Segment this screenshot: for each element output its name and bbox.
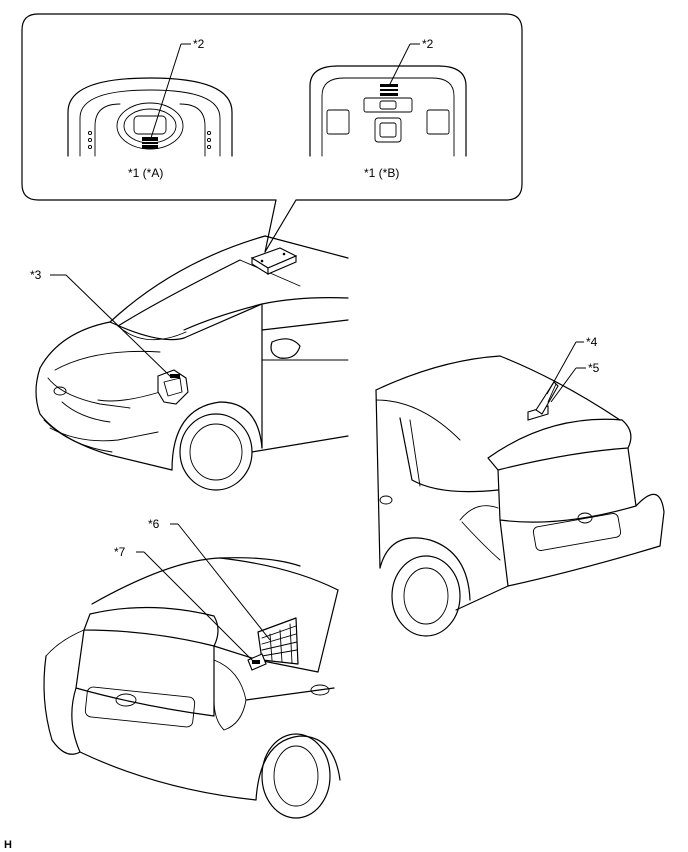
callout-2-a: *2 (193, 37, 205, 51)
callout-7: *7 (114, 545, 126, 559)
callout-4: *4 (586, 335, 598, 349)
front-three-quarter-car-icon (35, 235, 349, 491)
rear-three-quarter-car-icon (43, 557, 341, 819)
callout-2-b: *2 (422, 37, 434, 51)
callout-1-a: *1 (*A) (128, 166, 163, 180)
overhead-console-a-icon (67, 77, 233, 157)
callout-1-b: *1 (*B) (364, 166, 399, 180)
zoom-callout-box (21, 13, 523, 253)
callout-3: *3 (30, 268, 42, 282)
callout-5: *5 (588, 361, 600, 375)
rear-three-quarter-car-icon (375, 355, 665, 637)
overhead-console-b-icon (309, 65, 467, 157)
callout-6: *6 (148, 517, 160, 531)
figure-code: H (4, 839, 12, 851)
